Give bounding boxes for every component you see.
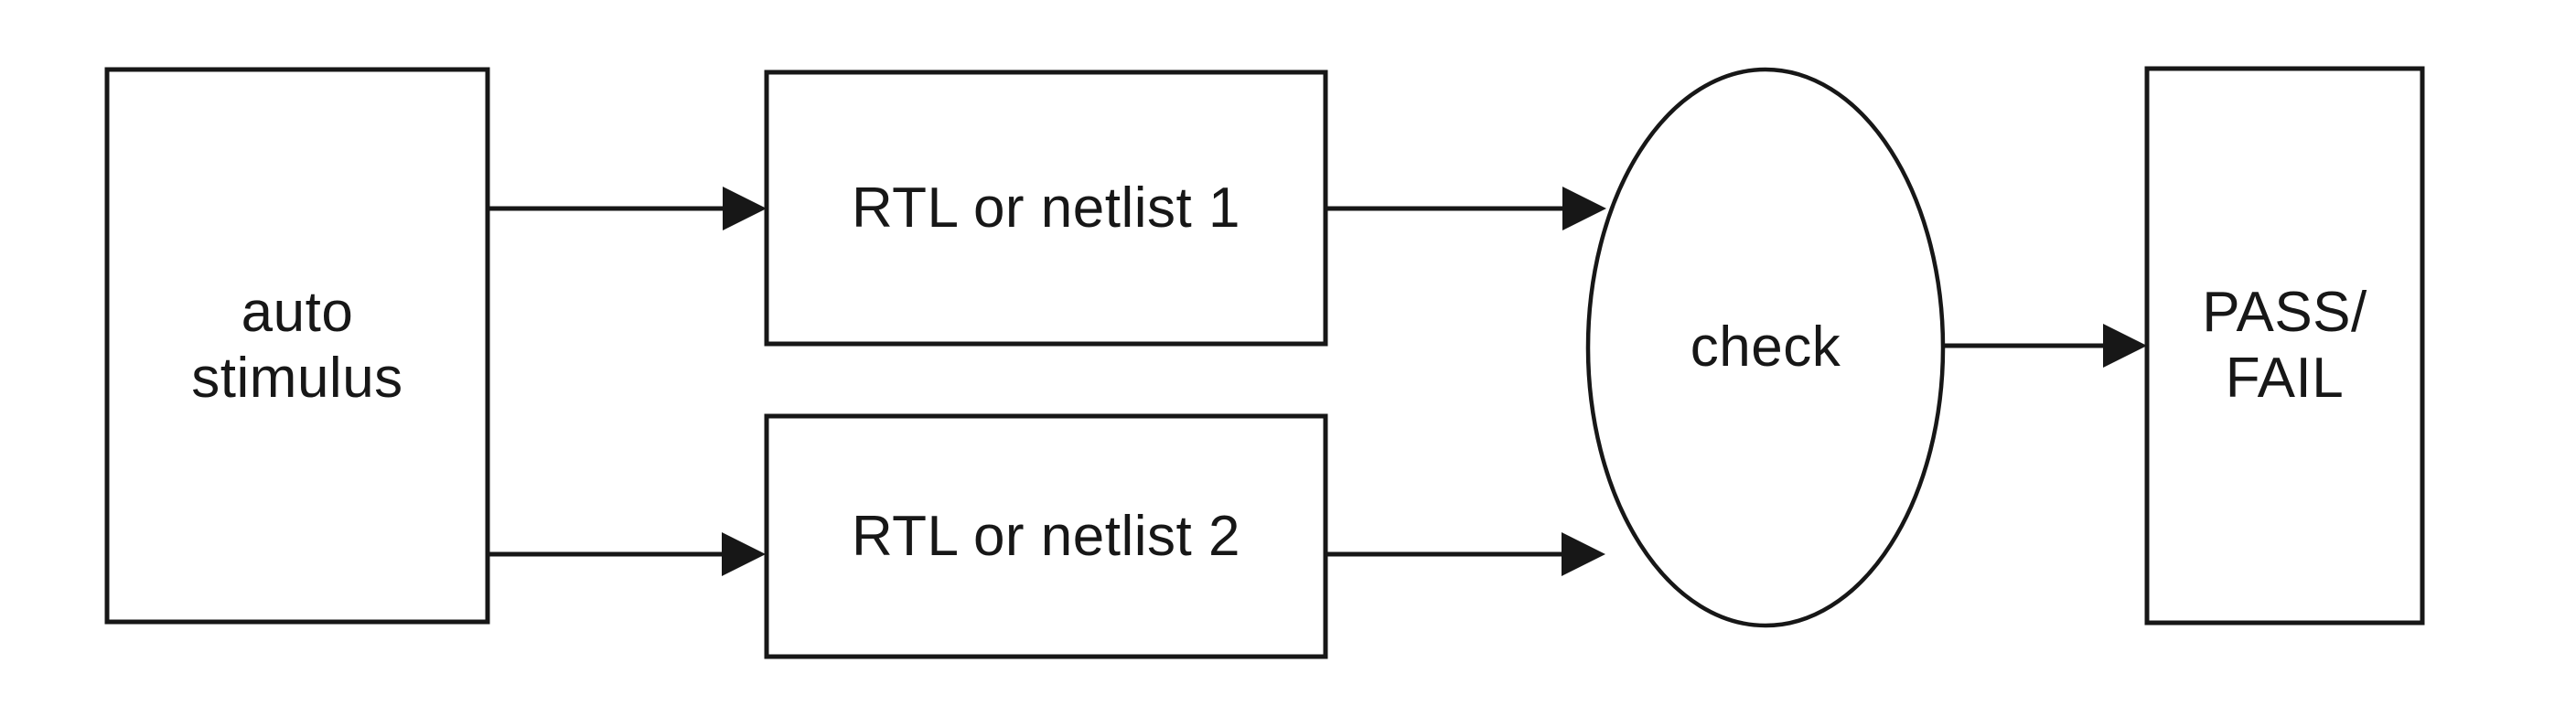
- arrow-rtl1-to-check-head: [1562, 187, 1606, 230]
- arrow-auto-to-rtl1-head: [723, 187, 767, 230]
- rtl-netlist-1-box-outline: [764, 70, 1328, 347]
- check-ellipse-outline: [1585, 67, 1946, 628]
- arrow-auto-to-rtl2-head: [722, 532, 766, 576]
- pass-fail-box-outline: [2144, 66, 2425, 626]
- auto-stimulus-box-outline: [104, 67, 490, 625]
- rtl-netlist-2-box-outline: [764, 413, 1328, 659]
- diagram-shape-group: [104, 66, 2425, 659]
- arrow-check-to-passfail-head: [2103, 324, 2147, 368]
- arrow-rtl2-to-check-head: [1562, 532, 1605, 576]
